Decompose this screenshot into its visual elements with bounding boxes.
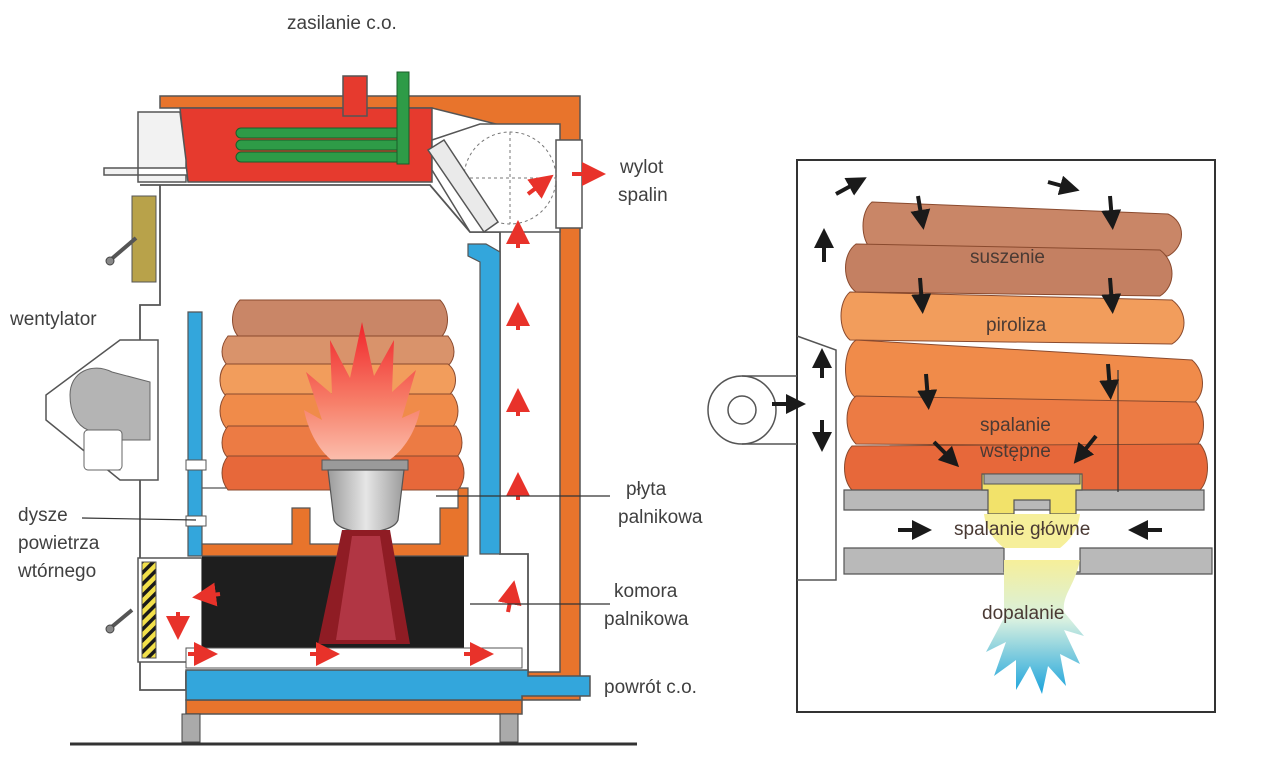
label-fan: wentylator <box>10 309 97 330</box>
jacket-base <box>185 699 523 715</box>
green-coil <box>235 71 410 165</box>
wood-logs-zones <box>840 201 1208 491</box>
label-nozzles-2: powietrza <box>18 533 100 554</box>
label-drying: suszenie <box>970 247 1045 268</box>
flue-outlet <box>555 139 583 229</box>
label-afterburning: dopalanie <box>982 603 1065 624</box>
burner-plate <box>201 487 469 557</box>
foot-right <box>499 713 519 743</box>
flow-arrows-zones <box>772 175 1162 540</box>
label-return: powrót c.o. <box>604 677 697 698</box>
zones-section <box>707 159 1216 713</box>
label-nozzles-1: dysze <box>18 505 68 526</box>
label-chamber-2: palnikowa <box>604 609 689 630</box>
return-pipe <box>185 669 591 701</box>
label-flue-1: wylot <box>620 157 664 178</box>
label-precombustion-1: spalanie <box>980 415 1051 436</box>
label-pyrolysis: piroliza <box>986 315 1047 336</box>
boiler-section <box>45 71 637 746</box>
afterburn-flame <box>986 560 1084 694</box>
door-hatch <box>141 561 157 659</box>
burner-nozzle <box>327 469 405 533</box>
flue-flap <box>426 138 500 234</box>
label-plate-1: płyta <box>626 479 667 500</box>
label-flue-2: spalin <box>618 185 668 206</box>
label-plate-2: palnikowa <box>618 507 703 528</box>
foot-left <box>181 713 201 743</box>
label-precombustion-2: wstępne <box>980 441 1051 462</box>
supply-pipe <box>342 75 368 117</box>
burner-nozzle-top <box>321 459 409 471</box>
leader-lines <box>81 495 610 605</box>
label-nozzles-3: wtórnego <box>18 561 97 582</box>
bottom-flue-channel <box>185 647 523 669</box>
water-jacket-right <box>467 243 501 555</box>
label-main-combustion: spalanie główne <box>954 519 1091 540</box>
label-supply: zasilanie c.o. <box>287 13 397 34</box>
flow-arrows-boiler <box>166 162 606 666</box>
burner-flame <box>304 322 420 470</box>
top-cover <box>103 111 187 183</box>
label-chamber-1: komora <box>614 581 678 602</box>
